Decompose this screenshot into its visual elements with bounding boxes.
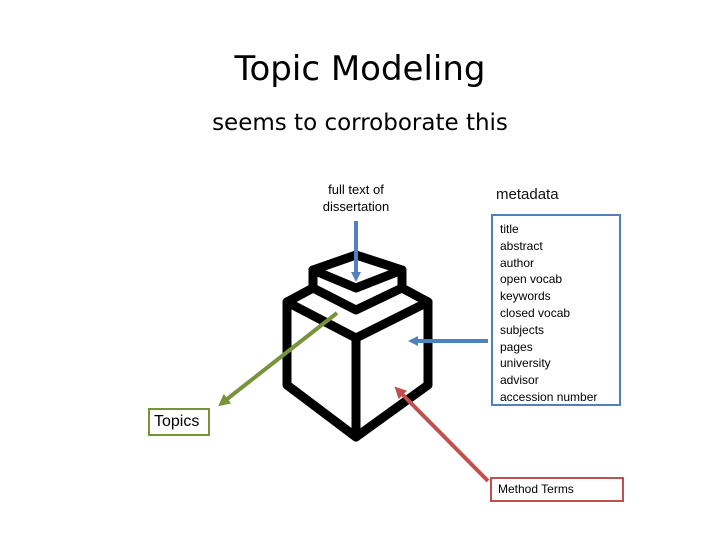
metadata-item: university xyxy=(500,356,551,371)
metadata-item: closed vocab xyxy=(500,305,571,320)
topics-arrow xyxy=(218,311,339,407)
slide-title: Topic Modeling xyxy=(234,49,486,89)
model-box-icon xyxy=(282,250,433,442)
metadata-label: metadata xyxy=(496,186,559,203)
metadata-item: pages xyxy=(500,339,533,354)
metadata-item: advisor xyxy=(500,373,539,388)
metadata-item: subjects xyxy=(500,322,545,337)
slide-subtitle: seems to corroborate this xyxy=(212,110,508,136)
metadata-item: abstract xyxy=(500,238,543,253)
metadata-item: open vocab xyxy=(500,272,563,287)
full-text-label: full text of dissertation xyxy=(322,182,390,214)
metadata-list-box: title abstract author open vocab keyword… xyxy=(491,214,621,406)
metadata-item: author xyxy=(500,255,535,270)
topics-box: Topics xyxy=(148,408,210,436)
method-terms-box: Method Terms xyxy=(490,477,624,502)
metadata-item: accession number xyxy=(500,389,598,404)
metadata-item: title xyxy=(500,222,519,236)
metadata-item: keywords xyxy=(500,289,551,304)
method-terms-arrow xyxy=(394,386,490,483)
